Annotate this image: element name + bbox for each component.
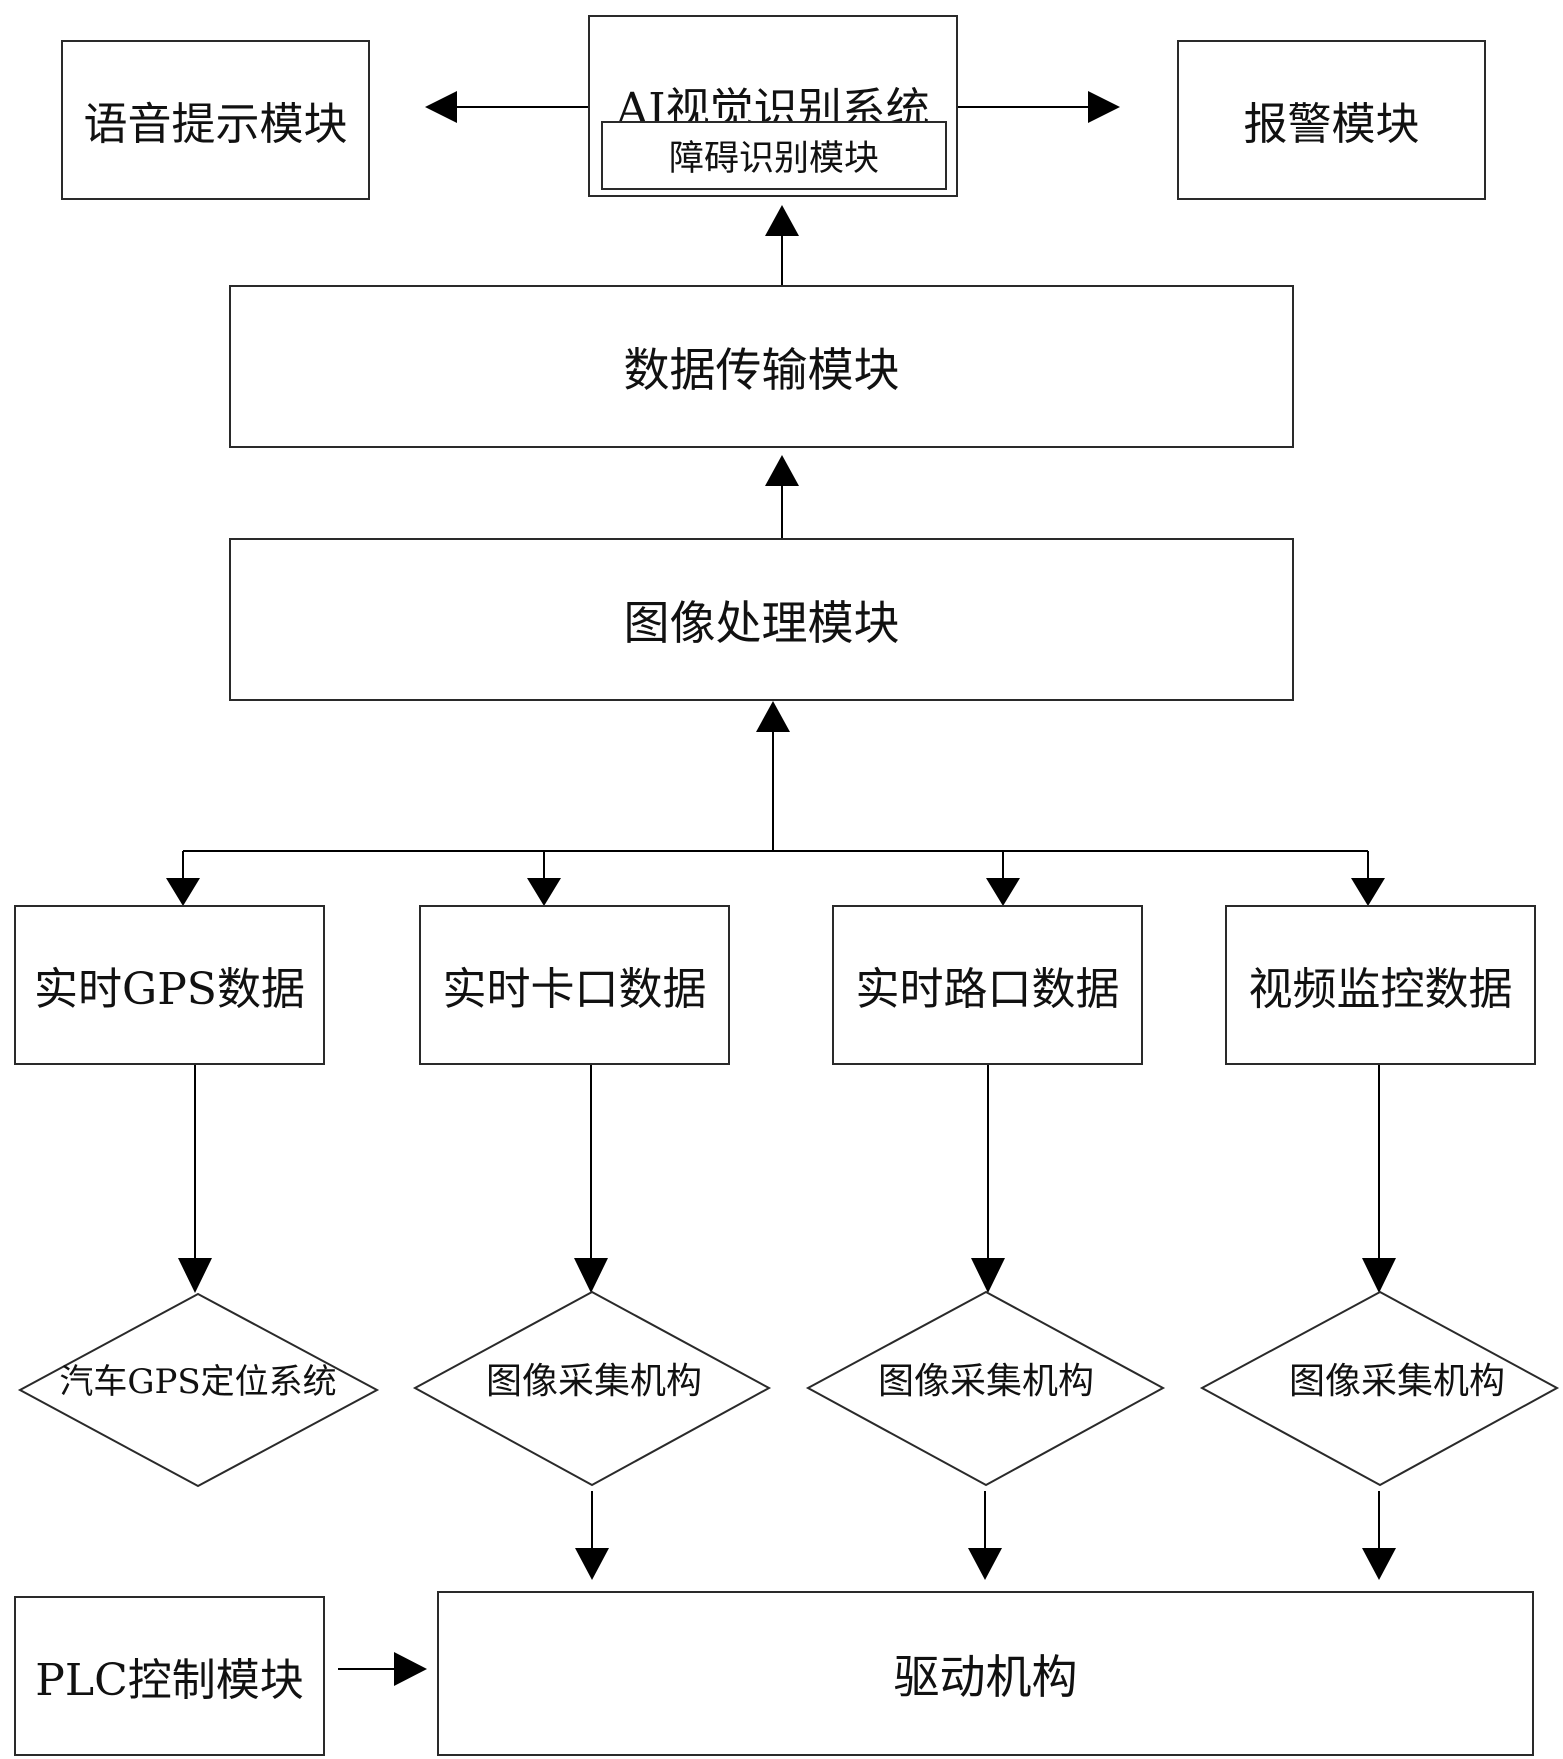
alarm-label: 报警模块 [1243, 99, 1420, 150]
voice-prompt-label: 语音提示模块 [83, 99, 348, 150]
arrowhead-down-icon [971, 1258, 1005, 1293]
diamond-capture-2 [805, 1290, 1166, 1487]
arrowhead-down-icon [178, 1258, 212, 1293]
arrowhead-down-icon [574, 1258, 608, 1293]
plc-control-label: PLC控制模块 [35, 1655, 304, 1706]
alarm-module: 报警模块 [1177, 40, 1486, 200]
realtime-checkpoint-data-label: 实时卡口数据 [442, 964, 707, 1015]
arrowhead-down-icon [575, 1548, 609, 1580]
arrowhead-left-icon [425, 91, 457, 123]
drive-mechanism: 驱动机构 [437, 1591, 1534, 1756]
video-surveillance-data-label: 视频监控数据 [1248, 964, 1513, 1015]
voice-prompt-module: 语音提示模块 [61, 40, 370, 200]
diamond-gps-system [17, 1292, 380, 1488]
arrowhead-down-icon [527, 878, 561, 906]
realtime-intersection-data-label: 实时路口数据 [855, 964, 1120, 1015]
diamond-capture-1 [412, 1290, 772, 1487]
realtime-intersection-data-box: 实时路口数据 [832, 905, 1143, 1065]
drive-mechanism-label: 驱动机构 [893, 1649, 1078, 1704]
diamond-capture-3 [1199, 1290, 1560, 1487]
realtime-gps-data-box: 实时GPS数据 [14, 905, 325, 1065]
arrowhead-down-icon [1362, 1258, 1396, 1293]
arrowhead-down-icon [166, 878, 200, 906]
arrowhead-down-icon [1351, 878, 1385, 906]
capture-2-label: 图像采集机构 [878, 1361, 1094, 1402]
capture-3-label: 图像采集机构 [1289, 1361, 1505, 1402]
realtime-gps-data-label: 实时GPS数据 [34, 964, 305, 1015]
data-transmission-module: 数据传输模块 [229, 285, 1294, 448]
arrowhead-up-icon [765, 205, 799, 236]
arrowhead-right-icon [1088, 91, 1120, 123]
arrowhead-up-icon [756, 701, 790, 732]
video-surveillance-data-box: 视频监控数据 [1225, 905, 1536, 1065]
arrowhead-down-icon [1362, 1548, 1396, 1580]
gps-system-label: 汽车GPS定位系统 [59, 1362, 336, 1402]
realtime-checkpoint-data-box: 实时卡口数据 [419, 905, 730, 1065]
arrowhead-down-icon [986, 878, 1020, 906]
capture-1-label: 图像采集机构 [486, 1361, 702, 1402]
data-transmission-label: 数据传输模块 [623, 342, 900, 397]
image-processing-module: 图像处理模块 [229, 538, 1294, 701]
plc-control-module: PLC控制模块 [14, 1596, 325, 1756]
obstacle-recognition-module: 障碍识别模块 [601, 121, 947, 190]
arrowhead-right-icon [394, 1652, 427, 1686]
image-processing-label: 图像处理模块 [623, 595, 900, 650]
arrowhead-down-icon [968, 1548, 1002, 1580]
obstacle-recognition-label: 障碍识别模块 [668, 139, 879, 179]
arrowhead-up-icon [765, 455, 799, 486]
